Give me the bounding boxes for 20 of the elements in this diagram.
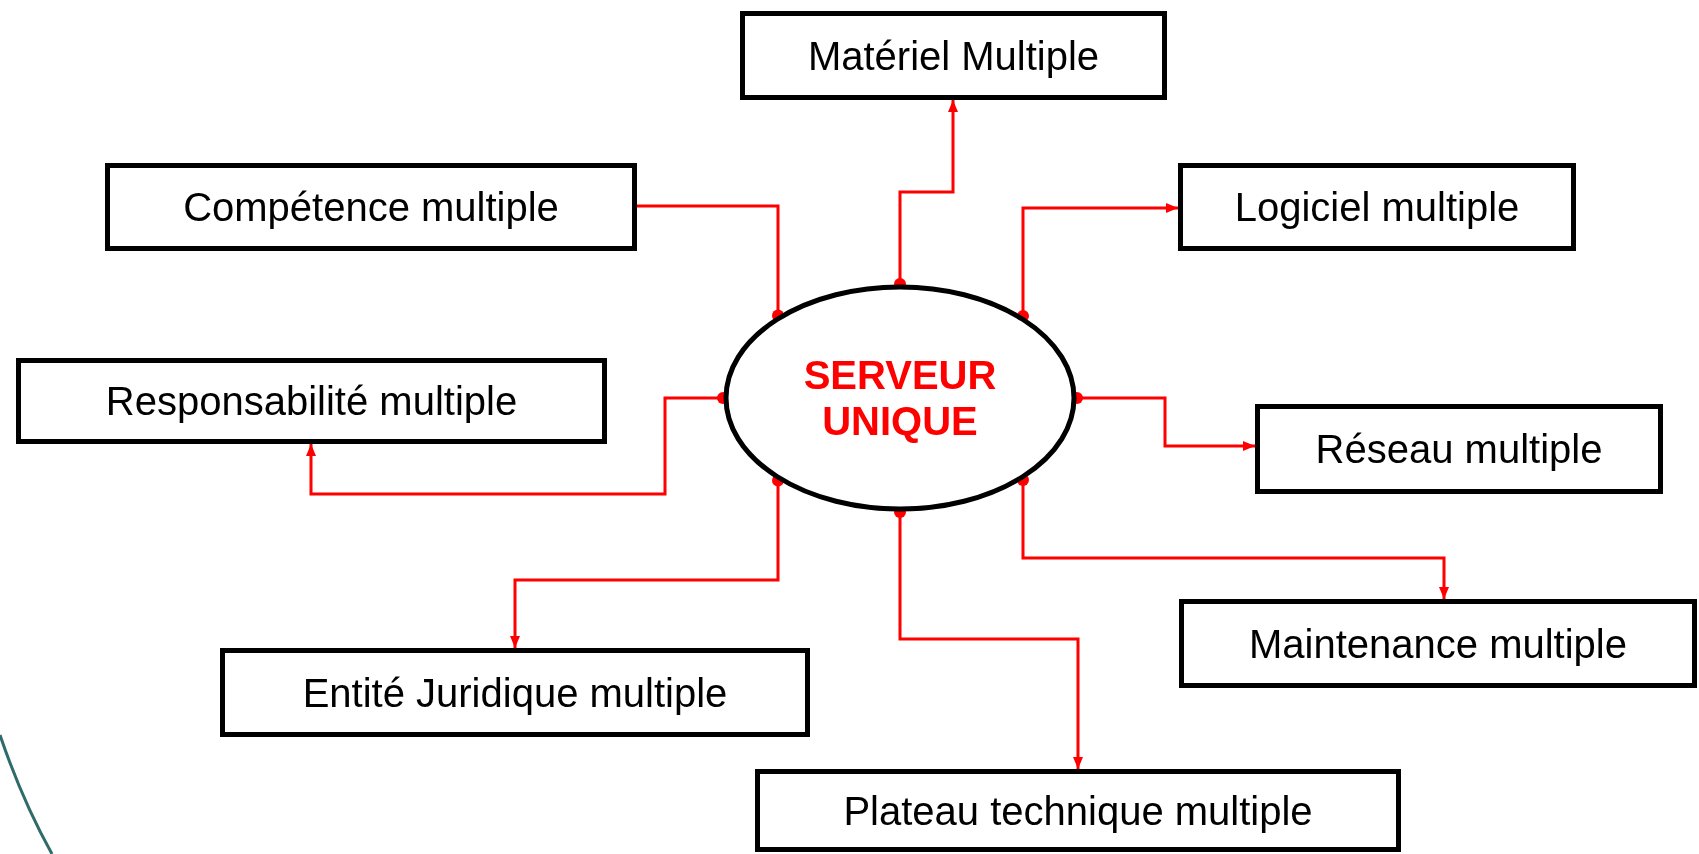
connector-arrow: [1017, 203, 1178, 322]
node-label: Compétence multiple: [183, 184, 559, 230]
node-label: Logiciel multiple: [1234, 184, 1520, 230]
node-label: Plateau technique multiple: [843, 787, 1313, 834]
center-ellipse: [723, 284, 1077, 512]
label-box: [16, 358, 607, 444]
node-label: Matériel Multiple: [807, 32, 1100, 79]
node-label: Maintenance multiple: [1249, 620, 1627, 667]
label-box: [105, 163, 637, 251]
node-label: Réseau multiple: [1315, 426, 1603, 472]
label-box: [220, 648, 810, 737]
node-label: Responsabilité multiple: [105, 378, 518, 424]
label-box: [755, 769, 1401, 852]
connector-arrow: [1017, 474, 1449, 599]
label-box: [1179, 599, 1697, 688]
label-box: [740, 11, 1167, 100]
node-label: SERVEUR UNIQUE: [802, 352, 998, 444]
node-label: Entité Juridique multiple: [302, 669, 728, 716]
label-box: [1255, 404, 1663, 494]
label-box: [1178, 163, 1576, 251]
